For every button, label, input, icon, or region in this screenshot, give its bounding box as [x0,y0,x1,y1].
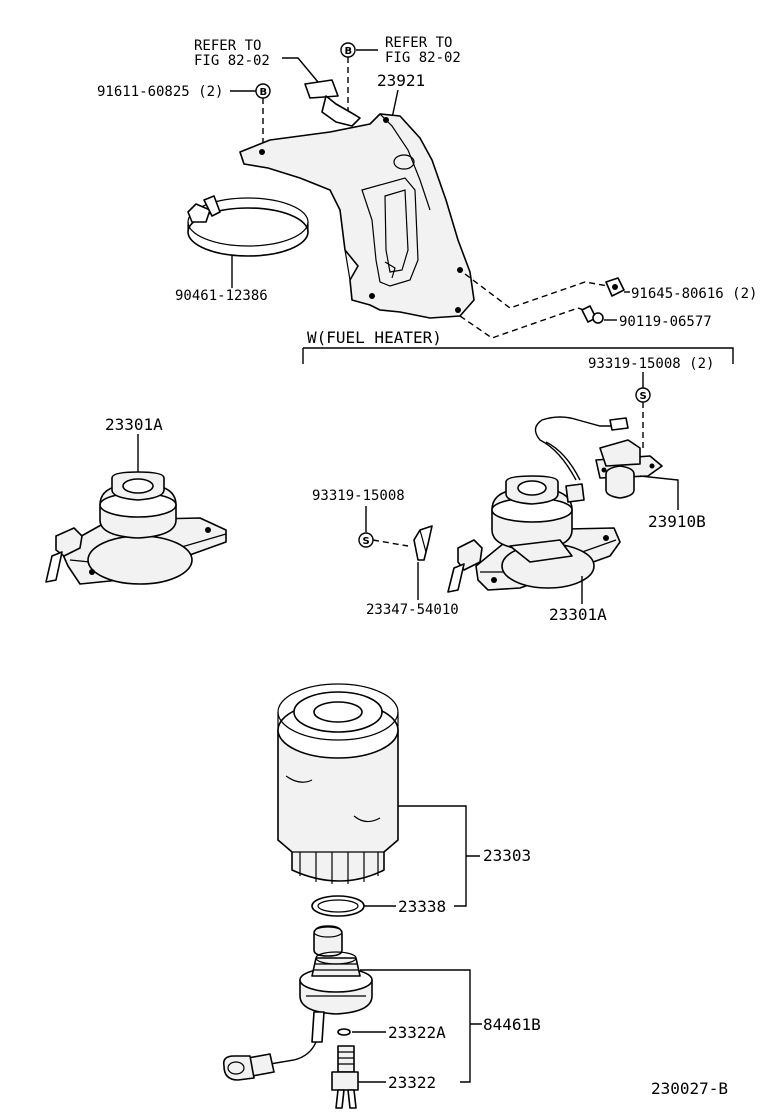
filter-element-leader [398,805,480,907]
label-90461-12386: 90461-12386 [175,288,268,304]
o-ring-23338 [311,895,365,917]
label-23322: 23322 [388,1073,436,1092]
warning-switch-leader [360,969,482,1083]
bolt-1-dashline [464,273,609,309]
heater-sensor-leader [639,475,679,510]
label-84461B: 84461B [483,1015,541,1034]
filter-head-left [45,471,227,585]
bolt-2-dashline [459,307,591,339]
s-symbol-heater: S [635,387,651,403]
label-23910B: 23910B [648,512,706,531]
svg-text:S: S [640,391,647,402]
s-center-dashline [372,539,409,547]
label-91645-80616: 91645-80616 (2) [631,286,757,302]
bracket-23921 [239,113,475,319]
heater-sensor-23910B [534,416,663,503]
filter-head-right [447,475,621,593]
b-symbol-left: B [255,83,271,99]
label-23322A: 23322A [388,1023,446,1042]
label-93319-15008-2: 93319-15008 (2) [588,356,714,372]
band-clamp-90461 [187,195,309,257]
refer-bracket-piece [304,79,361,127]
bracket-leader [391,89,399,119]
bolt-90119-06577 [581,305,604,324]
drain-plug-23322 [331,1045,359,1109]
label-90119-06577: 90119-06577 [619,314,712,330]
fuel-heater-group-label: W(FUEL HEATER) [307,328,442,347]
refer-label-a-line1: REFER TO [194,38,261,54]
refer-label-a-line2: FIG 82-02 [194,53,270,69]
label-23347-54010: 23347-54010 [366,602,459,618]
label-91611-60825: 91611-60825 (2) [97,84,223,100]
label-23921: 23921 [377,71,425,90]
s-symbol-center: S [358,532,374,548]
bolt-91645-80616 [605,277,625,297]
filter-element-23303 [277,683,399,884]
refer-label-b-line2: FIG 82-02 [385,50,461,66]
clip-23347 [413,525,433,561]
svg-text:B: B [260,87,268,98]
label-23301A-right: 23301A [549,605,607,624]
label-23338: 23338 [398,897,446,916]
fuel-heater-bracket-line [302,347,734,364]
warning-switch-84461B [222,925,373,1081]
svg-text:S: S [363,536,370,547]
label-23303: 23303 [483,846,531,865]
label-23301A-left: 23301A [105,415,163,434]
refer-a-leader [282,57,319,83]
b-symbol-top: B [340,42,356,58]
figure-id: 230027-B [651,1079,728,1098]
svg-text:B: B [345,46,353,57]
label-93319-15008: 93319-15008 [312,488,405,504]
refer-label-b-line1: REFER TO [385,35,452,51]
small-o-ring-23322A [337,1028,351,1036]
